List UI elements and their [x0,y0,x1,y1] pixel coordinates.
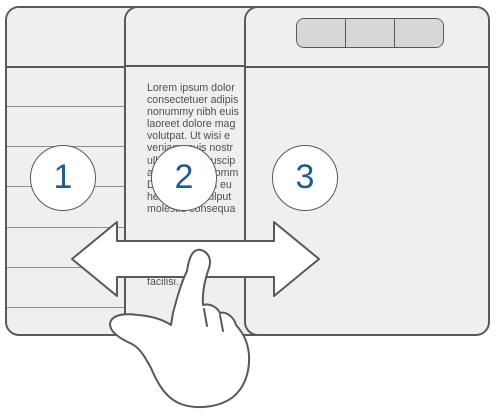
panel-number-2: 2 [151,145,217,211]
tab-2[interactable] [345,19,394,47]
tab-3[interactable] [394,19,443,47]
panel-number-1: 1 [30,145,96,211]
tab-1[interactable] [297,19,345,47]
list-item[interactable] [7,307,124,308]
list-item[interactable] [7,227,124,228]
list-item[interactable] [7,106,124,107]
panel-number-3: 3 [272,145,338,211]
panel-3-header [246,8,488,68]
list-item[interactable] [7,267,124,268]
segmented-tabs[interactable] [296,18,444,48]
